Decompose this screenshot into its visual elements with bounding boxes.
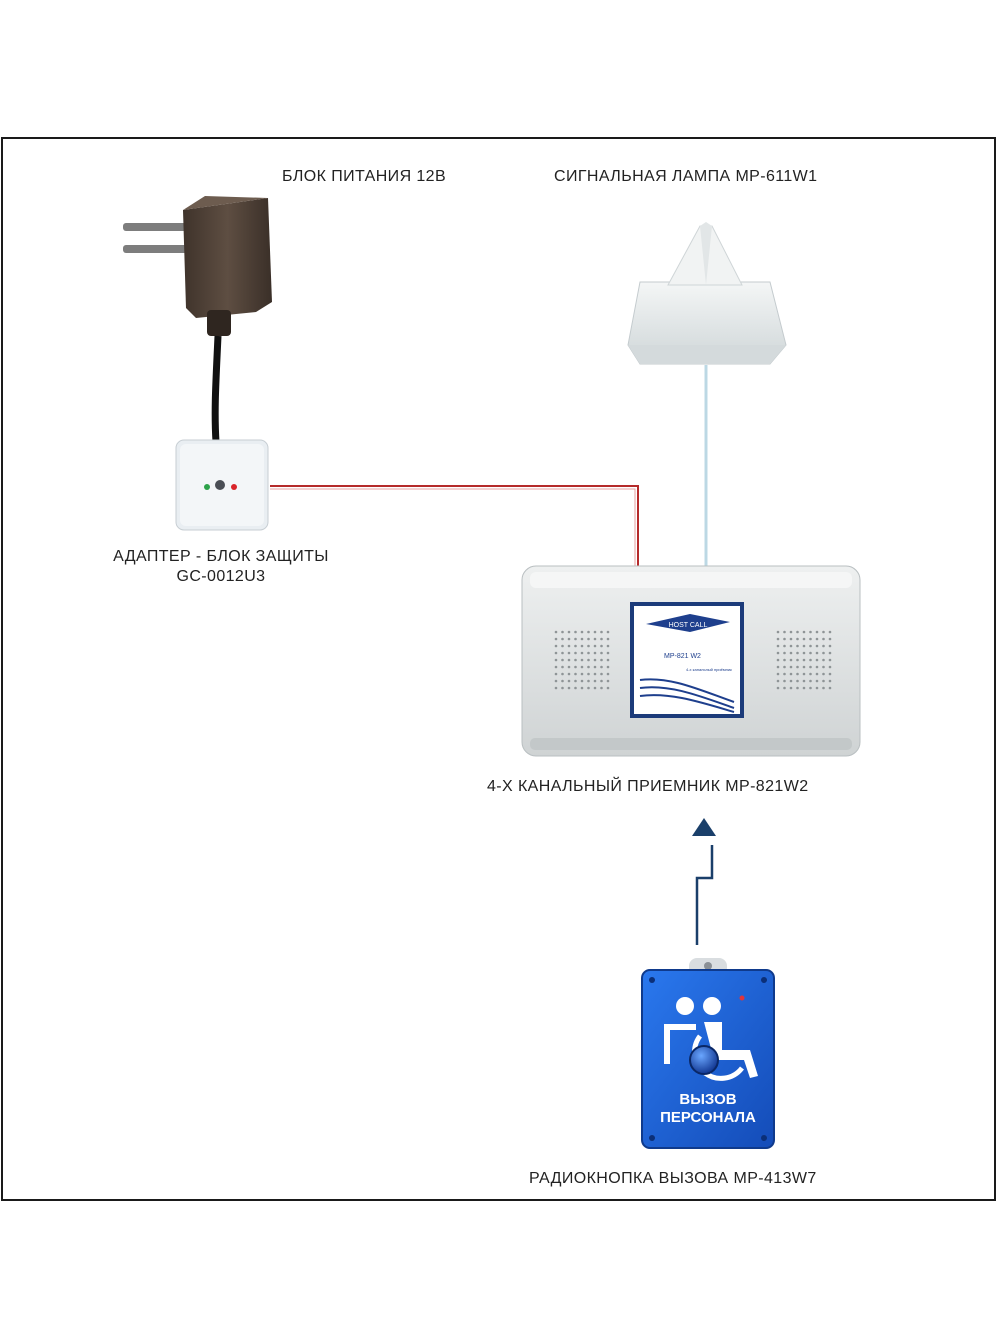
radio-link-arrow <box>692 818 716 945</box>
call-button-device: ВЫЗОВ ПЕРСОНАЛА <box>641 958 775 1149</box>
power-supply-device <box>123 196 272 443</box>
call-button-text-line1: ВЫЗОВ <box>679 1091 736 1108</box>
adapter-label-line2: GC-0012U3 <box>176 568 266 585</box>
signal-lamp-label: СИГНАЛЬНАЯ ЛАМПА МР-611W1 <box>554 168 818 185</box>
radio-button-label: РАДИОКНОПКА ВЫЗОВА МР-413W7 <box>529 1170 817 1187</box>
power-wire-shadow <box>270 488 636 566</box>
receiver-brand: HOST CALL <box>669 622 708 629</box>
signal-lamp-device <box>627 222 787 365</box>
receiver-device: HOST CALL MP-821 W2 4-х канальный приёмн… <box>521 565 861 757</box>
power-wire <box>270 485 639 566</box>
call-button-text-line2: ПЕРСОНАЛА <box>660 1109 756 1126</box>
diagram-frame <box>1 137 996 1201</box>
left-speaker-grille <box>554 630 610 690</box>
right-speaker-grille <box>776 630 832 690</box>
protection-block-device <box>175 439 269 531</box>
adapter-label-line1: АДАПТЕР - БЛОК ЗАЩИТЫ <box>113 548 329 565</box>
receiver-model: MP-821 W2 <box>664 653 701 660</box>
receiver-label: 4-Х КАНАЛЬНЫЙ ПРИЕМНИК МР-821W2 <box>487 778 809 795</box>
receiver-subtitle: 4-х канальный приёмник <box>686 667 732 672</box>
power-supply-label: БЛОК ПИТАНИЯ 12В <box>282 168 447 185</box>
